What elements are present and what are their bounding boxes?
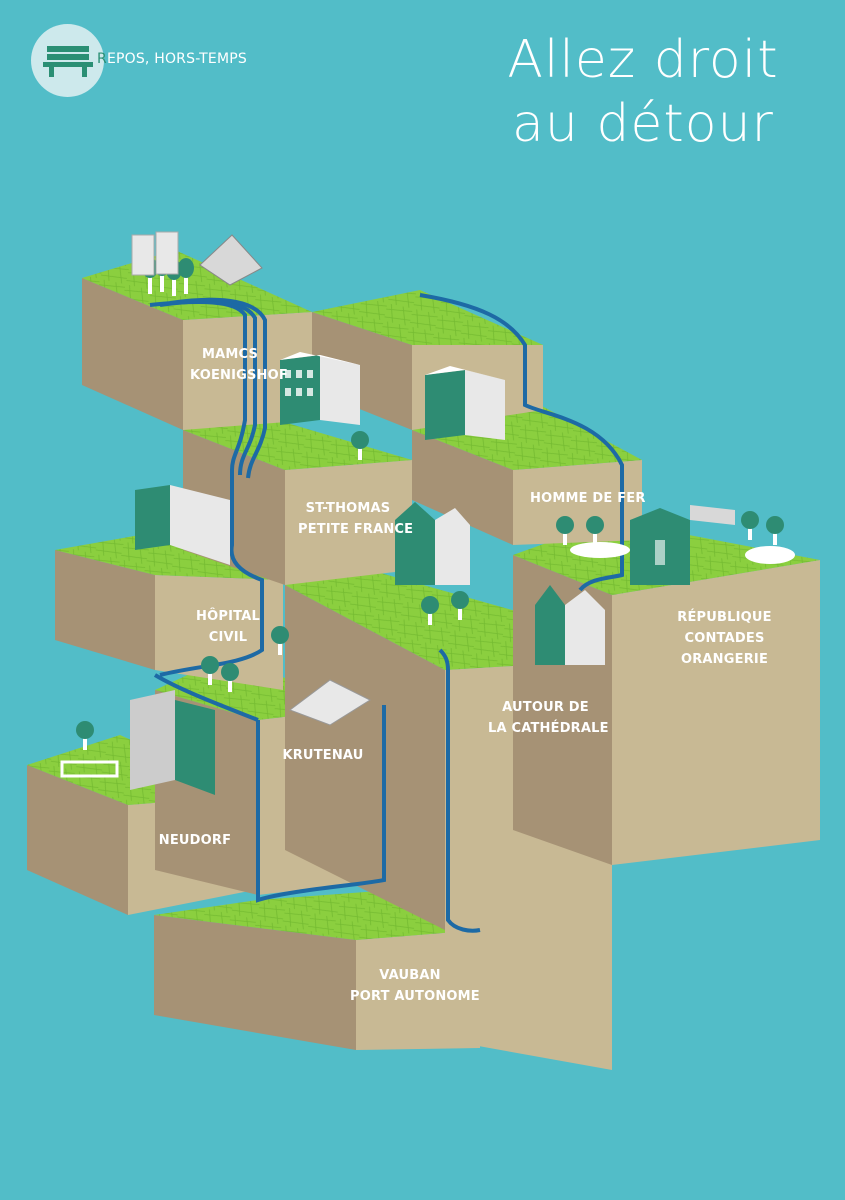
bench-badge (31, 24, 104, 97)
building-top-middle (425, 366, 505, 440)
building-krutenau (288, 679, 372, 726)
tree-group-misc (76, 431, 784, 750)
bench-icon (43, 46, 93, 77)
building-mamcs (280, 352, 360, 425)
district-label-neudorf: NEUDORF (158, 833, 232, 848)
title-line-1: Allez droit (507, 30, 779, 90)
building-neudorf (60, 690, 215, 795)
block-mamcs (82, 250, 312, 430)
title-line-2: au détour (512, 94, 774, 154)
building-hopital-civil (135, 485, 230, 565)
page-title: Allez droit au détour (478, 28, 808, 156)
block-hopital-civil (55, 535, 283, 690)
badge-label: REPOS, HORS-TEMPS (97, 51, 247, 67)
tree-group-mamcs (131, 231, 263, 296)
building-cathedrale (535, 585, 605, 665)
building-petite-france (395, 502, 470, 585)
district-label-krutenau: KRUTENAU (282, 748, 364, 763)
building-republique (570, 505, 795, 585)
district-label-homme-de-fer: HOMME DE FER (530, 491, 646, 506)
water-channel (149, 293, 624, 933)
